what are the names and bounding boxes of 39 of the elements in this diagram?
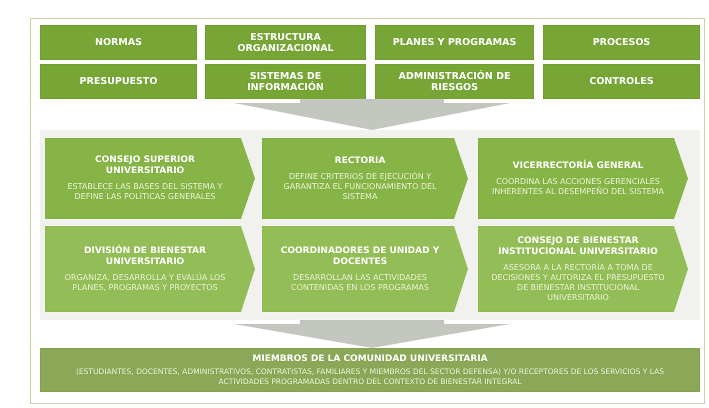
block-arrow: [234, 320, 510, 348]
box-title: DIVISIÓN DE BIENESTAR UNIVERSITARIO: [83, 246, 207, 268]
chevron-box: [478, 226, 688, 312]
category-box: [40, 25, 197, 60]
block-arrow: [234, 99, 510, 130]
description-text: ESTABLECE LAS BASES DEL SISTEMA Y DEFINE LAS POLÍTICAS GENERALES: [66, 182, 224, 202]
banner-box: [40, 348, 700, 392]
category-box: [40, 64, 197, 99]
category-box: [205, 64, 366, 99]
box-title: MIEMBROS DE LA COMUNIDAD UNIVERSITARIA: [252, 354, 488, 365]
box-title: PRESUPUESTO: [80, 76, 158, 87]
box-title: CONSEJO DE BIENESTAR INSTITUCIONAL UNIVERSITARIO: [497, 236, 659, 258]
box-title: RECTORIA: [334, 156, 386, 166]
box-title: ESTRUCTURA ORGANIZACIONAL: [236, 32, 335, 54]
chevron-box: [45, 226, 255, 312]
description-text: ORGANIZA, DESARROLLA Y EVALÚA LOS PLANES, PROGRAMAS Y PROYECTOS: [64, 272, 226, 292]
chevron-box: [478, 138, 688, 219]
box-title: PROCESOS: [592, 37, 650, 48]
panel-background: [40, 130, 700, 320]
chevron-box: [262, 226, 468, 312]
description-text: COORDINA LAS ACCIONES GERENCIALES INHERENTES AL DESEMPEÑO DEL SISTEMA: [490, 176, 666, 196]
box-title: PLANES Y PROGRAMAS: [392, 37, 516, 48]
chevron-box: [45, 138, 255, 219]
description-text: DEFINE CRITERIOS DE EJECUCIÓN Y GARANTIZA EL FUNCIONAMIENTO DEL SISTEMA: [282, 172, 438, 202]
category-box: [543, 64, 700, 99]
category-box: [375, 64, 534, 99]
box-title: NORMAS: [95, 37, 142, 48]
category-box: [375, 25, 534, 60]
description-text: ASESORA A LA RECTORÍA A TOMA DE DECISIONES Y AUTORIZA EL PRESUPUESTO DE BIENESTAR INSTITUCIONAL UNIVERSITARIO: [490, 262, 666, 302]
category-box: [543, 25, 700, 60]
chevron-box: [262, 138, 468, 219]
box-title: CONSEJO SUPERIOR UNIVERSITARIO: [94, 155, 196, 177]
box-title: VICERRECTORÍA GENERAL: [512, 160, 644, 172]
box-title: CONTROLES: [589, 76, 654, 87]
box-title: ADMINISTRACIÓN DE RIESGOS: [398, 70, 512, 92]
box-title: SISTEMAS DE INFORMACIÓN: [246, 70, 325, 92]
category-box: [205, 25, 366, 60]
description-text: DESARROLLAN LAS ACTIVIDADES CONTENIDAS EN LOS PROGRAMAS: [290, 272, 430, 292]
box-title: COORDINADORES DE UNIDAD Y DOCENTES: [280, 246, 440, 268]
